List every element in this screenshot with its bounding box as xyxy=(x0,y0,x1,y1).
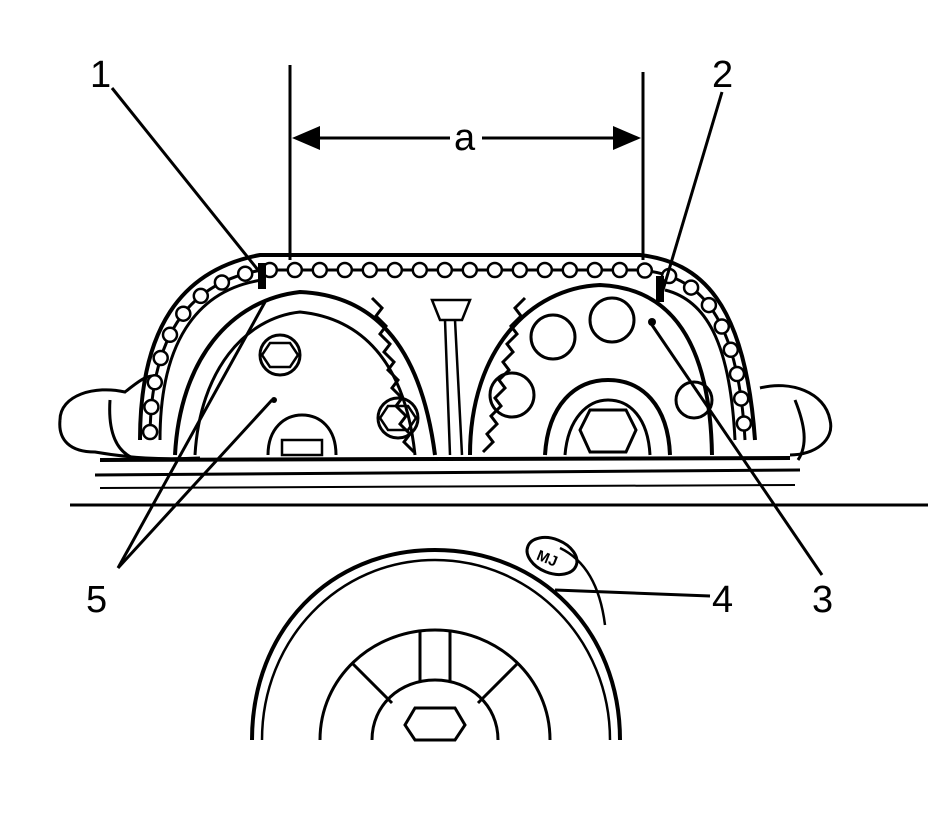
chain-link xyxy=(236,265,254,282)
marked-chain-link xyxy=(656,276,664,302)
right-sprocket-timing-dot xyxy=(648,318,656,326)
chain-link xyxy=(141,423,159,441)
chain-link xyxy=(461,261,479,279)
crank-marker-text: MJ xyxy=(534,547,560,571)
chain-link xyxy=(192,287,210,305)
chain-link xyxy=(361,261,379,279)
right-camshaft-sprocket xyxy=(468,282,714,456)
chain-link xyxy=(713,318,731,335)
chain-link xyxy=(728,365,746,383)
chain-guide xyxy=(138,253,757,441)
chain-link xyxy=(152,349,169,367)
left-sprocket-bolt-top xyxy=(258,333,302,377)
chain-link xyxy=(486,261,504,279)
chain-link xyxy=(722,341,740,359)
callout-5: 5 xyxy=(86,579,107,621)
crankshaft-pulley: MJ xyxy=(250,535,622,742)
timing-chain xyxy=(141,261,753,441)
callout-3: 3 xyxy=(812,579,833,621)
chain-link xyxy=(336,261,354,279)
chain-link xyxy=(311,261,329,279)
chain-link xyxy=(735,415,753,432)
chain-link xyxy=(386,261,404,279)
chain-link xyxy=(436,261,454,279)
dimension-arrow-right xyxy=(613,126,641,150)
chain-link xyxy=(611,261,629,279)
chain-link xyxy=(732,390,750,407)
chain-link xyxy=(161,326,179,344)
chain-link xyxy=(561,261,579,279)
cylinder-head-body xyxy=(58,374,928,507)
left-camshaft-sprocket xyxy=(173,289,437,457)
callouts: 1 2 3 4 5 xyxy=(86,54,833,621)
chain-link xyxy=(286,261,304,279)
leader-lines xyxy=(110,87,824,598)
dimension-label: a xyxy=(454,117,476,159)
chain-link xyxy=(536,261,554,279)
chain-link xyxy=(511,261,529,279)
chain-link xyxy=(636,262,654,279)
callout-4: 4 xyxy=(712,579,733,621)
marked-chain-link xyxy=(258,263,266,289)
crank-timing-marker: MJ xyxy=(525,535,579,577)
chain-link xyxy=(146,374,164,391)
chain-link xyxy=(411,261,429,279)
chain-link xyxy=(213,274,231,291)
dimension-a: a xyxy=(288,65,645,260)
dimension-arrow-left xyxy=(292,126,320,150)
callout-2: 2 xyxy=(712,54,733,96)
chain-link xyxy=(700,296,718,314)
chain-link xyxy=(682,279,700,296)
chain-link xyxy=(586,261,604,279)
left-sprocket-bolt-bottom xyxy=(266,413,338,457)
chain-link xyxy=(143,398,160,416)
callout-1: 1 xyxy=(90,54,111,96)
chain-link xyxy=(175,305,192,322)
